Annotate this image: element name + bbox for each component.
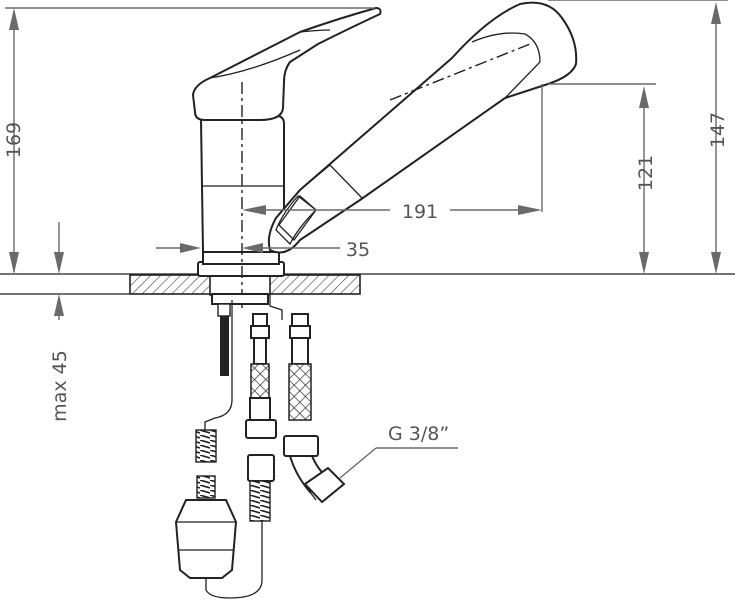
dim-label-35: 35 — [346, 239, 370, 261]
dim-label-thread: G 3/8” — [388, 423, 449, 445]
dim-label-191: 191 — [402, 201, 438, 223]
shower-hose-counterweight — [174, 296, 283, 599]
countertop — [0, 273, 735, 296]
faucet-body — [197, 112, 285, 277]
dim-label-max-45: max 45 — [49, 350, 71, 422]
dim-label-147: 147 — [707, 112, 729, 148]
dim-label-169: 169 — [3, 122, 25, 158]
dim-label-121: 121 — [635, 155, 657, 191]
dimension-lines — [5, 0, 728, 479]
lever-handle — [191, 6, 382, 121]
supply-hose-right — [283, 313, 346, 504]
center-lines — [241, 43, 531, 310]
supply-hose-left — [245, 313, 277, 522]
mounting-stud — [211, 293, 269, 376]
